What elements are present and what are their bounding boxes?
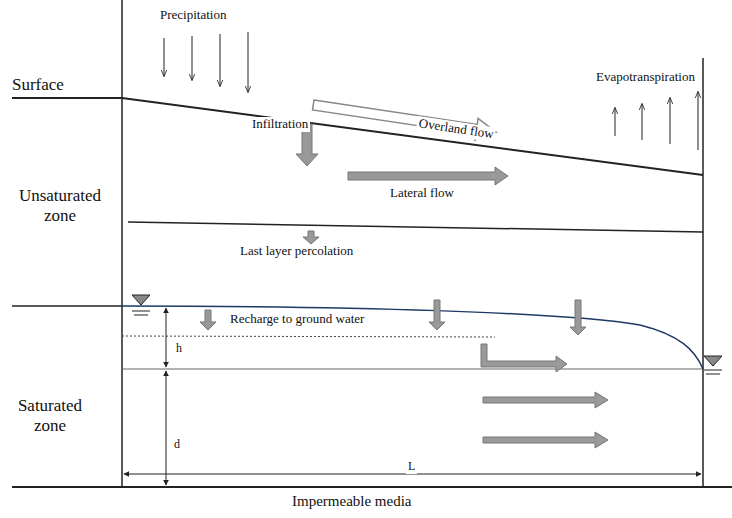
- layer-label: Surface: [12, 75, 64, 95]
- layer-label: Saturated zone: [4, 396, 96, 435]
- layer-label: Unsaturated zone: [4, 186, 116, 225]
- process-label: Last layer percolation: [240, 244, 353, 259]
- process-label: Lateral flow: [390, 186, 454, 201]
- process-label: Recharge to ground water: [228, 312, 366, 327]
- process-label: Infiltration: [250, 117, 310, 132]
- media-label: Impermeable media: [292, 493, 412, 510]
- dimension-label: L: [406, 460, 417, 474]
- process-label: Evapotranspiration: [596, 70, 695, 85]
- dimension-label: h: [176, 342, 182, 356]
- process-label: Precipitation: [160, 8, 226, 23]
- dimension-label: d: [174, 438, 180, 452]
